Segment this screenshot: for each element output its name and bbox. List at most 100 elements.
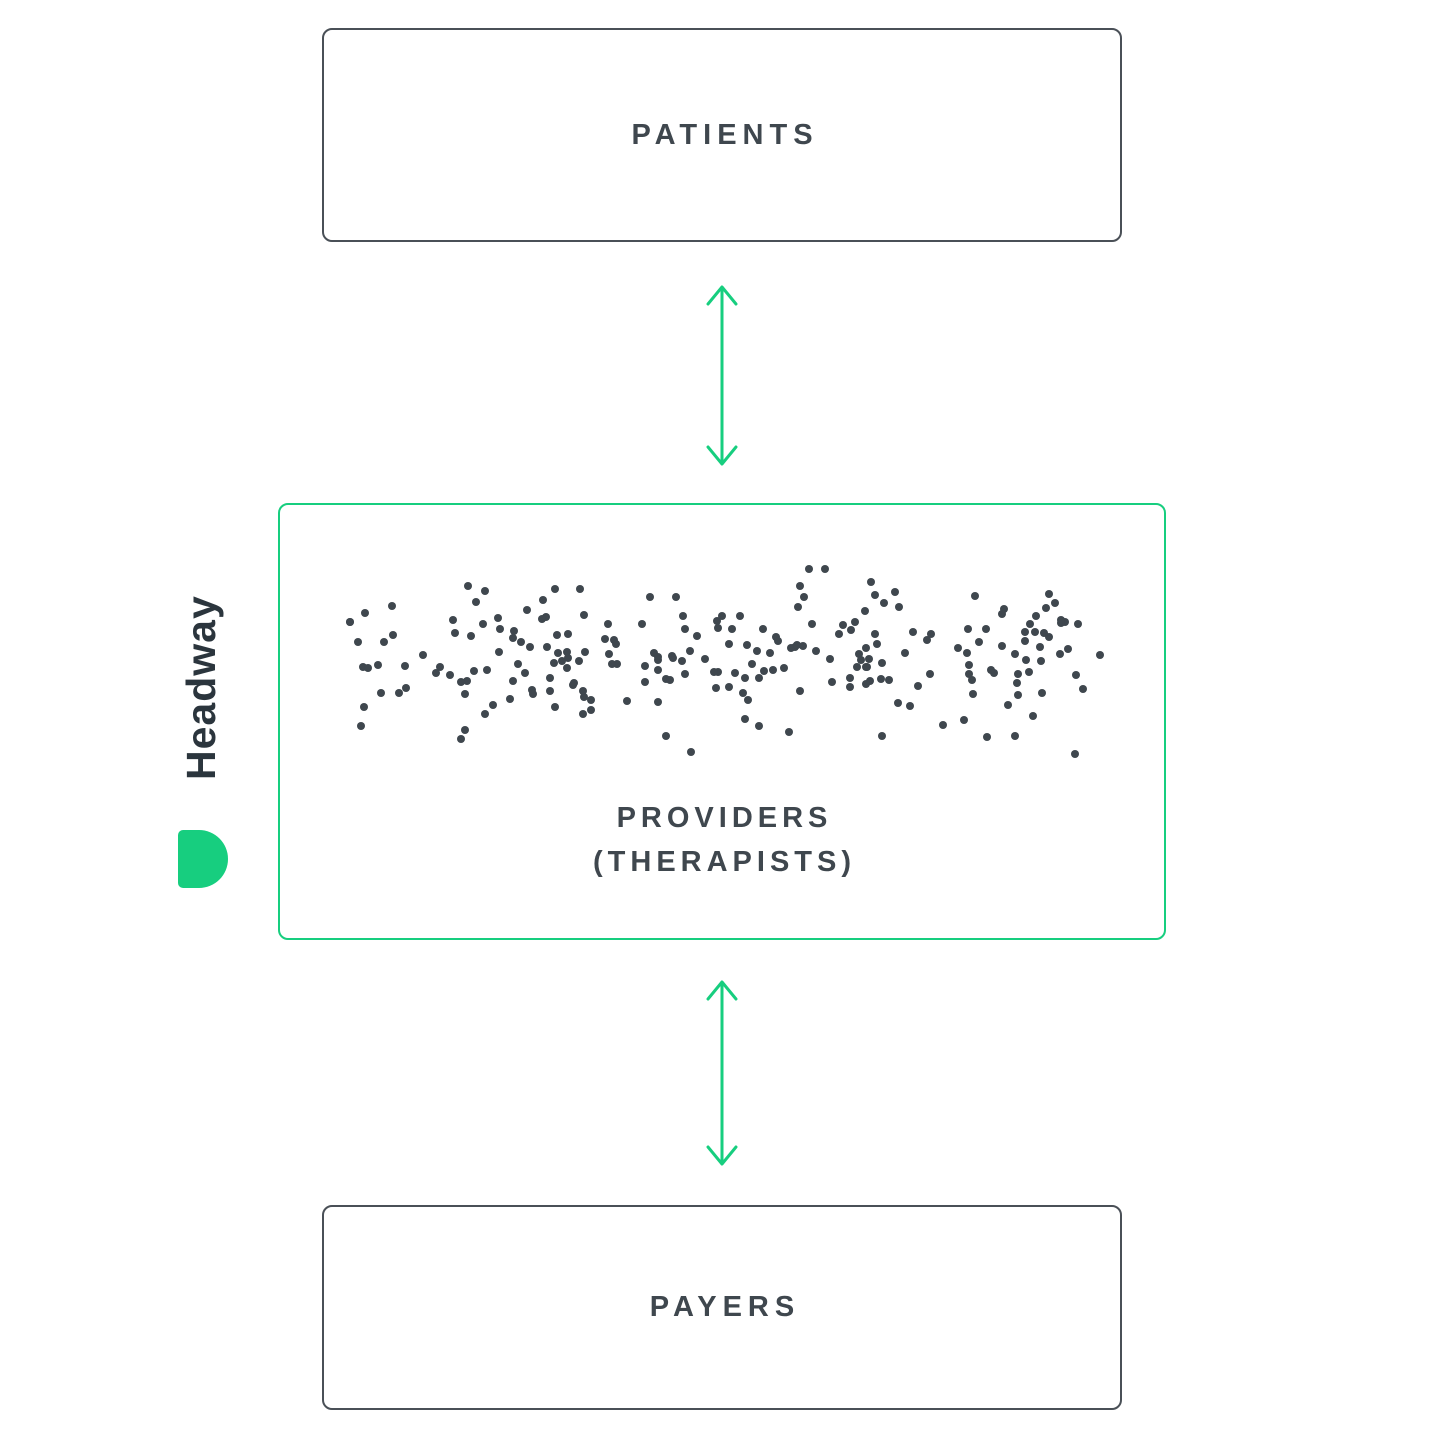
- provider-dot: [838, 621, 847, 630]
- provider-dot: [834, 630, 843, 639]
- provider-dot: [569, 681, 578, 689]
- provider-dot: [612, 639, 621, 648]
- provider-dot: [794, 602, 803, 611]
- provider-dot: [653, 697, 662, 706]
- provider-dot: [990, 668, 999, 677]
- provider-dot: [346, 618, 355, 627]
- provider-dot: [796, 686, 805, 695]
- provider-dot: [537, 615, 546, 623]
- provider-dot: [1051, 599, 1060, 607]
- provider-dot: [1025, 667, 1034, 676]
- provider-dot: [759, 667, 768, 676]
- provider-dot: [1013, 670, 1022, 679]
- provider-dot: [812, 646, 821, 655]
- provider-dot: [668, 653, 677, 662]
- provider-dot: [876, 674, 885, 683]
- provider-dot: [495, 647, 504, 656]
- provider-dot: [360, 608, 369, 617]
- provider-dot: [754, 674, 763, 682]
- provider-dot: [650, 649, 659, 657]
- provider-dot: [481, 587, 489, 596]
- provider-dot: [522, 605, 531, 614]
- provider-dot: [517, 638, 526, 647]
- provider-dot: [1029, 711, 1037, 720]
- provider-dot: [686, 748, 695, 756]
- provider-dot: [877, 731, 886, 740]
- provider-dot: [600, 635, 609, 644]
- provider-dot: [638, 620, 647, 629]
- provider-dot: [471, 597, 480, 606]
- provider-dot: [467, 632, 475, 640]
- provider-dot: [724, 683, 733, 692]
- provider-dot: [681, 670, 690, 679]
- provider-dot: [1079, 685, 1088, 694]
- headway-wordmark: Headway: [178, 595, 224, 781]
- provider-dot: [730, 669, 739, 678]
- provider-dot: [551, 584, 560, 593]
- arrow-patients-providers-icon: [706, 285, 738, 466]
- provider-dot: [400, 662, 409, 671]
- provider-dot: [861, 662, 870, 671]
- provider-dot: [735, 611, 744, 620]
- provider-dot: [1010, 649, 1019, 658]
- provider-dot: [861, 643, 870, 652]
- provider-dot: [796, 582, 805, 591]
- provider-dot: [1044, 590, 1053, 599]
- provider-dot: [894, 602, 903, 611]
- provider-dot: [469, 666, 478, 675]
- provider-dot: [747, 659, 756, 668]
- headway-logo-icon: [178, 830, 228, 888]
- provider-dot: [805, 564, 813, 573]
- provider-dot: [542, 612, 551, 621]
- provider-dot: [401, 684, 410, 693]
- provider-dot: [779, 664, 788, 672]
- provider-dot: [445, 670, 454, 679]
- provider-dot: [799, 592, 808, 601]
- provider-dot: [964, 625, 973, 634]
- provider-dot: [641, 661, 650, 670]
- provider-dot: [1038, 688, 1047, 697]
- provider-dot: [436, 662, 445, 671]
- provider-dot: [827, 678, 836, 686]
- provider-dot: [766, 649, 775, 658]
- provider-dot: [700, 655, 709, 664]
- provider-dot: [743, 641, 752, 650]
- provider-dot: [866, 676, 874, 685]
- provider-dot: [580, 611, 589, 620]
- provider-dot: [479, 619, 488, 628]
- provider-dot: [686, 647, 695, 656]
- providers-label: PROVIDERS (THERAPISTS): [280, 797, 1164, 884]
- provider-dot: [579, 710, 588, 719]
- provider-dot: [851, 618, 860, 626]
- provider-dot: [579, 693, 588, 701]
- patients-label: PATIENTS: [631, 118, 819, 151]
- provider-dot: [528, 689, 537, 698]
- provider-dot: [510, 626, 518, 635]
- provider-dot: [894, 698, 902, 707]
- provider-dot: [926, 669, 934, 678]
- provider-dot: [713, 616, 722, 625]
- provider-dot: [1021, 628, 1030, 636]
- provider-dot: [1095, 650, 1104, 659]
- provider-dot: [356, 721, 365, 730]
- provider-dot: [739, 688, 748, 697]
- provider-dot: [671, 593, 680, 602]
- provider-dot: [713, 624, 722, 633]
- provider-dot: [884, 675, 893, 684]
- provider-dot: [1011, 731, 1020, 740]
- provider-dot: [1073, 620, 1082, 629]
- provider-dot: [578, 686, 587, 695]
- provider-dot: [725, 639, 734, 648]
- provider-dot: [451, 628, 460, 637]
- provider-dot: [807, 620, 816, 629]
- provider-dot: [755, 721, 764, 730]
- provider-dot: [525, 643, 534, 652]
- provider-dot: [456, 678, 465, 687]
- provider-dot: [959, 716, 968, 725]
- provider-dot: [967, 675, 976, 684]
- provider-dot: [855, 650, 864, 659]
- provider-dot: [354, 637, 362, 646]
- provider-dot: [388, 631, 397, 639]
- provider-dot: [587, 705, 596, 714]
- provider-dot: [821, 565, 830, 574]
